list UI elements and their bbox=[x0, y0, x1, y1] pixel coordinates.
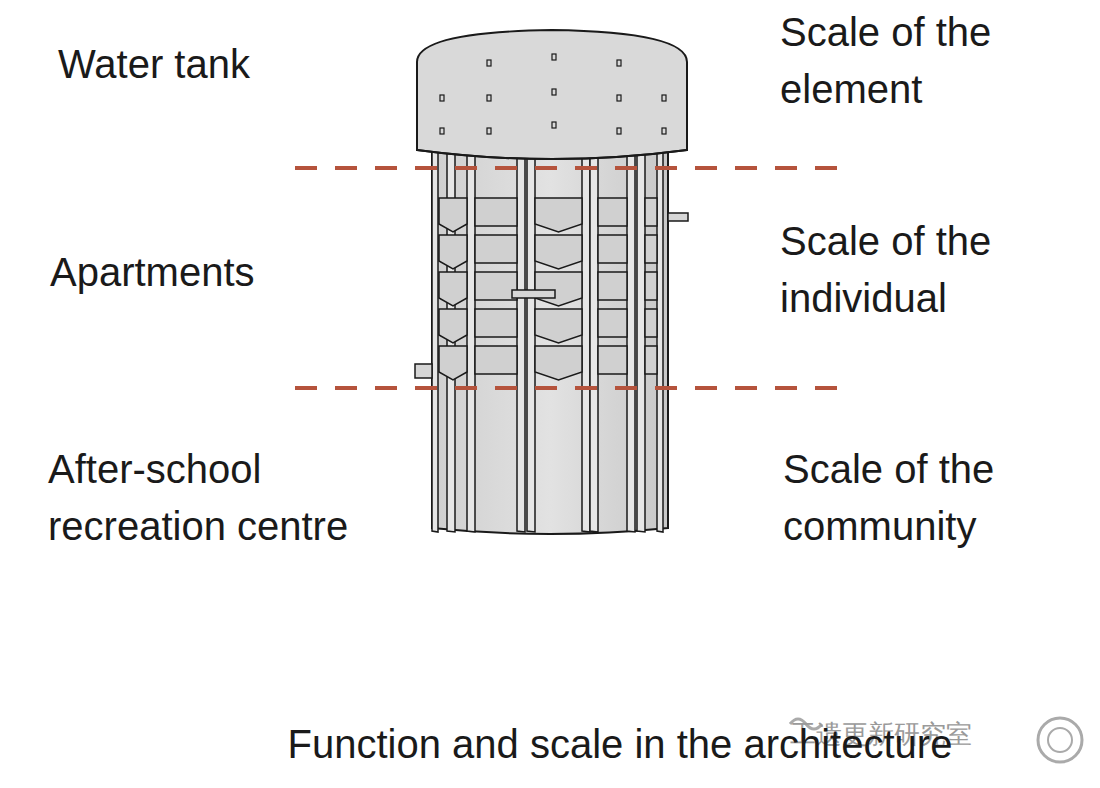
rib bbox=[637, 150, 645, 532]
tank-opening bbox=[617, 60, 621, 66]
balcony bbox=[475, 346, 517, 374]
balcony bbox=[475, 235, 517, 263]
caption: Function and scale in the architecture bbox=[288, 716, 953, 773]
balcony bbox=[645, 272, 657, 300]
function-label: After-school recreation centre bbox=[48, 441, 413, 555]
balcony bbox=[535, 346, 582, 380]
function-label: Water tank bbox=[58, 36, 358, 93]
balcony bbox=[598, 309, 627, 337]
balcony bbox=[645, 346, 657, 374]
tower-body bbox=[432, 150, 668, 534]
balcony bbox=[475, 309, 517, 337]
rib bbox=[627, 150, 635, 532]
balcony bbox=[645, 198, 657, 226]
tank-openings bbox=[440, 54, 666, 134]
function-label: Scale of the community bbox=[783, 441, 1043, 555]
rib bbox=[432, 150, 438, 532]
tank-opening bbox=[487, 128, 491, 134]
tank-opening bbox=[440, 128, 444, 134]
balcony bbox=[475, 272, 517, 300]
rib bbox=[527, 150, 535, 532]
function-label: Apartments bbox=[50, 244, 350, 301]
balcony bbox=[598, 272, 627, 300]
balcony bbox=[439, 198, 467, 232]
tank-rim bbox=[417, 150, 687, 159]
watermark-logo bbox=[1048, 728, 1072, 752]
balcony bbox=[598, 198, 627, 226]
water-tank bbox=[417, 30, 687, 159]
tank-opening bbox=[662, 128, 666, 134]
tank-opening bbox=[552, 122, 556, 128]
watermark-logo bbox=[1038, 718, 1082, 762]
balcony bbox=[439, 346, 467, 380]
ledge bbox=[668, 213, 688, 221]
rib bbox=[467, 150, 475, 532]
rib bbox=[582, 150, 590, 532]
balcony bbox=[439, 272, 467, 306]
balcony bbox=[645, 235, 657, 263]
function-label: Scale of the individual bbox=[780, 213, 1040, 327]
rib bbox=[517, 150, 525, 532]
rib bbox=[657, 150, 663, 532]
tank-opening bbox=[662, 95, 666, 101]
balcony bbox=[535, 272, 582, 306]
balcony bbox=[535, 235, 582, 269]
tank-opening bbox=[487, 95, 491, 101]
division-line bbox=[295, 386, 840, 390]
tank-opening bbox=[552, 89, 556, 95]
balcony bbox=[645, 309, 657, 337]
balcony bbox=[439, 235, 467, 269]
balcony bbox=[535, 198, 582, 232]
ledge bbox=[512, 290, 555, 298]
tank-opening bbox=[617, 95, 621, 101]
balcony bbox=[439, 309, 467, 343]
function-label: Scale of the element bbox=[780, 4, 1040, 118]
ledge bbox=[415, 364, 432, 378]
balconies bbox=[439, 198, 657, 380]
balcony bbox=[598, 235, 627, 263]
tank-opening bbox=[487, 60, 491, 66]
tank-opening bbox=[552, 54, 556, 60]
balcony bbox=[475, 198, 517, 226]
division-line bbox=[295, 166, 840, 170]
tank-opening bbox=[440, 95, 444, 101]
tank-opening bbox=[617, 128, 621, 134]
rib bbox=[590, 150, 598, 532]
balcony bbox=[535, 309, 582, 343]
tower-ribs bbox=[432, 150, 663, 532]
balcony bbox=[598, 346, 627, 374]
